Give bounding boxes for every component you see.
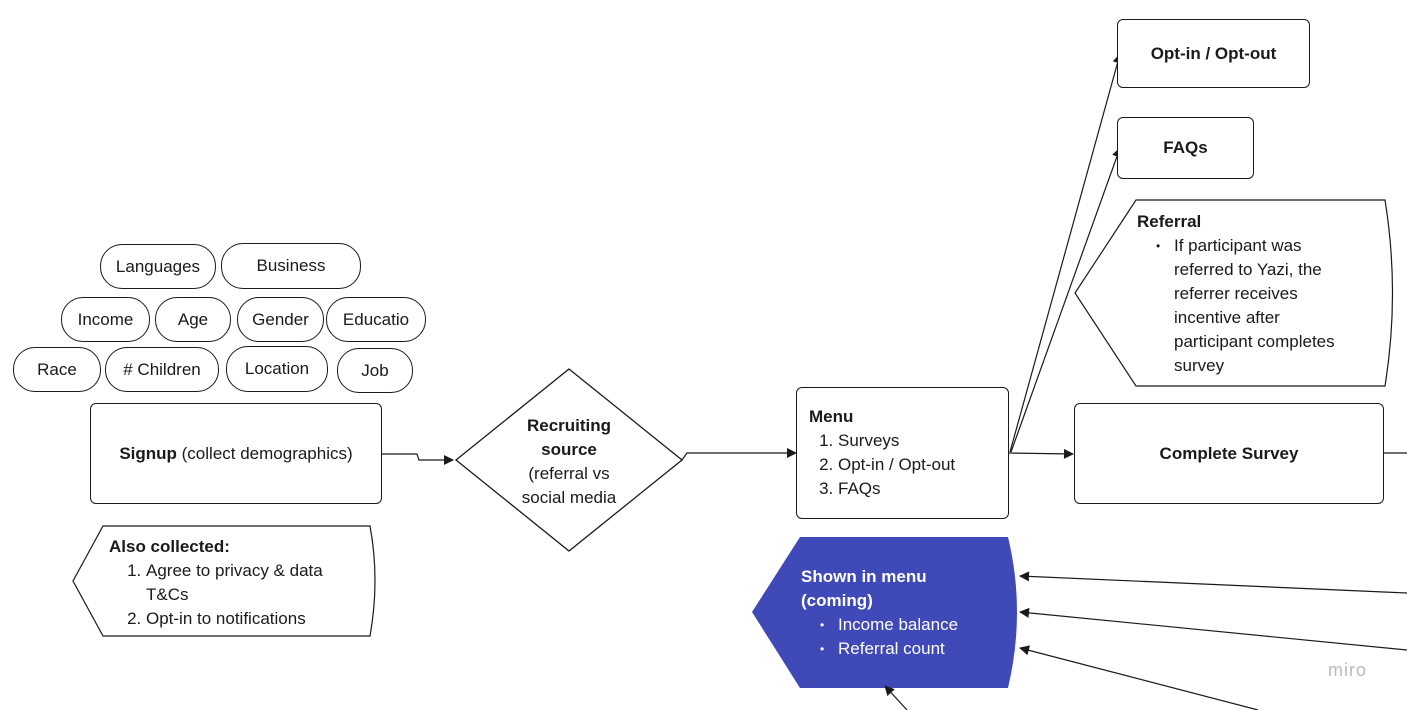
- signup-label-bold: Signup: [119, 443, 177, 463]
- attribute-pill[interactable]: Income: [61, 297, 150, 342]
- menu-to-complete-survey-arrow: [1008, 448, 1074, 459]
- also-collected-shape[interactable]: [72, 525, 376, 637]
- recruiting-line-3: (referral vs: [528, 464, 610, 483]
- attribute-label: Gender: [252, 309, 309, 329]
- signup-label-rest: (collect demographics): [176, 443, 353, 463]
- referral-text: Referral • If participant was referred t…: [1137, 210, 1377, 378]
- referral-item-text: If participant was referred to Yazi, the…: [1174, 236, 1335, 375]
- shown-in-menu-item: Referral count: [838, 639, 945, 658]
- signup-box[interactable]: Signup (collect demographics): [90, 403, 382, 504]
- attribute-pill[interactable]: Race: [13, 347, 101, 392]
- list-item: Opt-in / Opt-out: [838, 453, 955, 477]
- menu-text: Menu Surveys Opt-in / Opt-out FAQs: [797, 405, 955, 501]
- list-item: • If participant was referred to Yazi, t…: [1156, 234, 1354, 378]
- attribute-pill[interactable]: Location: [226, 346, 328, 392]
- list-item: • Income balance: [820, 613, 1011, 637]
- shown-in-menu-text: Shown in menu (coming) • Income balance …: [801, 565, 1011, 661]
- attribute-pill[interactable]: Languages: [100, 244, 216, 289]
- shown-in-menu-title: Shown in menu (coming): [801, 567, 927, 610]
- incoming-arrow-4: [884, 685, 908, 710]
- attribute-label: # Children: [123, 359, 201, 379]
- also-collected-list: Agree to privacy & data T&Cs Opt-in to n…: [109, 559, 369, 631]
- signup-to-recruiting-arrow: [382, 453, 454, 465]
- attribute-pill[interactable]: Job: [337, 348, 413, 393]
- recruiting-to-menu-arrow: [681, 448, 797, 461]
- attribute-label: Race: [37, 359, 77, 379]
- opt-in-opt-out-box[interactable]: Opt-in / Opt-out: [1117, 19, 1310, 88]
- opt-in-opt-out-label: Opt-in / Opt-out: [1150, 43, 1277, 63]
- bullet-icon: •: [820, 618, 825, 632]
- shown-in-menu-item: Income balance: [838, 615, 959, 634]
- menu-title: Menu: [809, 407, 854, 426]
- attribute-label: Location: [244, 359, 310, 378]
- attribute-label: Languages: [115, 256, 201, 276]
- recruiting-line-4: social media: [521, 488, 617, 507]
- attribute-pill[interactable]: Age: [155, 297, 231, 342]
- attribute-pill[interactable]: Educatio: [326, 297, 426, 342]
- referral-title: Referral: [1137, 212, 1202, 231]
- complete-survey-box[interactable]: Complete Survey: [1074, 403, 1384, 504]
- attribute-label: Business: [256, 256, 326, 275]
- recruiting-line-2: source: [541, 440, 597, 459]
- menu-box[interactable]: Menu Surveys Opt-in / Opt-out FAQs: [796, 387, 1009, 519]
- shown-in-menu-shape[interactable]: [752, 537, 1017, 688]
- also-collected-text: Also collected: Agree to privacy & data …: [109, 535, 369, 631]
- referral-shape[interactable]: [1074, 199, 1394, 387]
- incoming-arrow-1: [1019, 571, 1407, 594]
- incoming-arrow-2: [1019, 607, 1407, 651]
- bullet-icon: •: [820, 642, 825, 656]
- incoming-arrow-3: [1019, 645, 1259, 710]
- attribute-label: Job: [361, 360, 389, 380]
- signup-label: Signup (collect demographics): [119, 444, 352, 464]
- faqs-box[interactable]: FAQs: [1117, 117, 1254, 179]
- faqs-label: FAQs: [1163, 138, 1208, 157]
- recruiting-line-1: Recruiting: [526, 416, 612, 435]
- menu-to-opt-in-arrow: [1009, 53, 1123, 453]
- list-item: FAQs: [838, 477, 955, 501]
- list-item: Opt-in to notifications: [146, 607, 369, 631]
- attribute-pill[interactable]: Gender: [237, 297, 324, 342]
- bullet-icon: •: [1156, 239, 1161, 253]
- attribute-pill[interactable]: Business: [221, 243, 361, 289]
- attribute-label: Educatio: [342, 309, 410, 329]
- also-collected-title: Also collected:: [109, 537, 230, 556]
- list-item: • Referral count: [820, 637, 1011, 661]
- shown-in-menu-list: • Income balance • Referral count: [801, 613, 1011, 661]
- recruiting-source-diamond[interactable]: [454, 368, 684, 552]
- complete-survey-label: Complete Survey: [1159, 443, 1299, 463]
- menu-list: Surveys Opt-in / Opt-out FAQs: [809, 429, 955, 501]
- menu-to-faqs-arrow: [1010, 147, 1122, 453]
- list-item: Surveys: [838, 429, 955, 453]
- attribute-pill[interactable]: # Children: [105, 347, 219, 392]
- referral-list: • If participant was referred to Yazi, t…: [1137, 234, 1377, 378]
- attribute-label: Age: [177, 309, 209, 329]
- miro-watermark: miro: [1328, 660, 1367, 680]
- attribute-label: Income: [77, 309, 134, 329]
- recruiting-source-text: Recruiting source (referral vs social me…: [489, 414, 649, 510]
- list-item: Agree to privacy & data T&Cs: [146, 559, 356, 607]
